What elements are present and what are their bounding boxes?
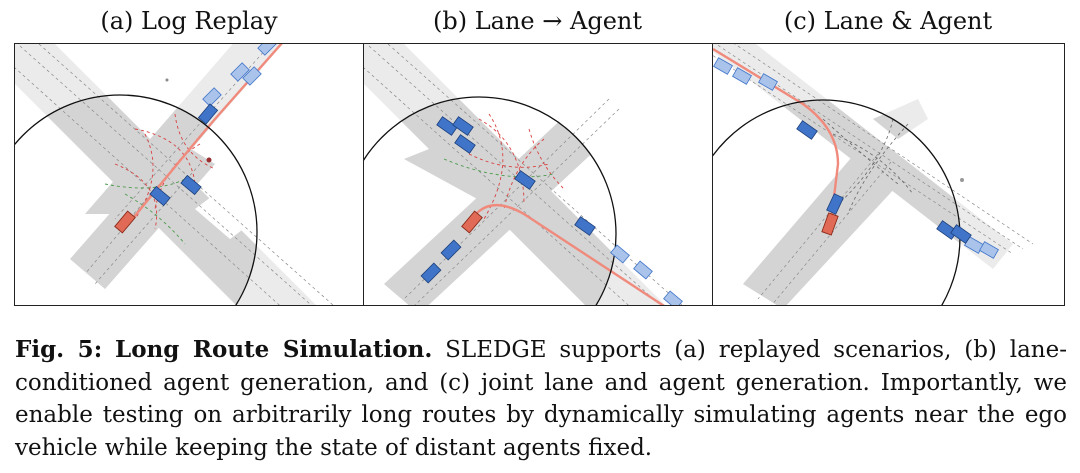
panel-title-c: (c) Lane & Agent [783, 7, 993, 35]
caption-heading: Long Route Simulation. [115, 336, 433, 363]
panel-title-b: (b) Lane → Agent [433, 7, 642, 35]
caption-label: Fig. 5: [15, 336, 103, 363]
near-roads [15, 95, 257, 305]
simulation-radius [364, 96, 617, 305]
panel-b-map [363, 43, 713, 306]
panel-a-map [14, 43, 364, 306]
far-agents [610, 244, 683, 305]
panel-c-scene [713, 44, 1034, 305]
near-agents [149, 103, 219, 207]
ego-route [713, 47, 840, 223]
near-agents [420, 116, 596, 284]
simulation-radius [15, 94, 258, 305]
ego-route [129, 44, 283, 223]
lane-connectors-green [443, 158, 555, 178]
panel-b-scene [364, 44, 683, 305]
panel-title-a: (a) Log Replay [100, 7, 278, 35]
ego-vehicle [461, 210, 483, 234]
far-agents [713, 57, 999, 259]
lane-connectors-green [104, 178, 186, 245]
caption-text: SLEDGE supports (a) replayed scenarios, … [15, 337, 1067, 461]
panel-a-scene [15, 44, 334, 305]
ego-vehicle [821, 212, 839, 236]
figure-caption: Fig. 5: Long Route Simulation. SLEDGE su… [15, 334, 1067, 464]
static-object [960, 178, 964, 182]
panel-c-map [712, 43, 1065, 306]
pedestrian [206, 157, 212, 163]
static-object [165, 78, 169, 82]
near-agents [796, 120, 972, 244]
lane-connectors [822, 118, 914, 215]
far-agents [202, 44, 277, 107]
ego-vehicle [114, 210, 136, 234]
